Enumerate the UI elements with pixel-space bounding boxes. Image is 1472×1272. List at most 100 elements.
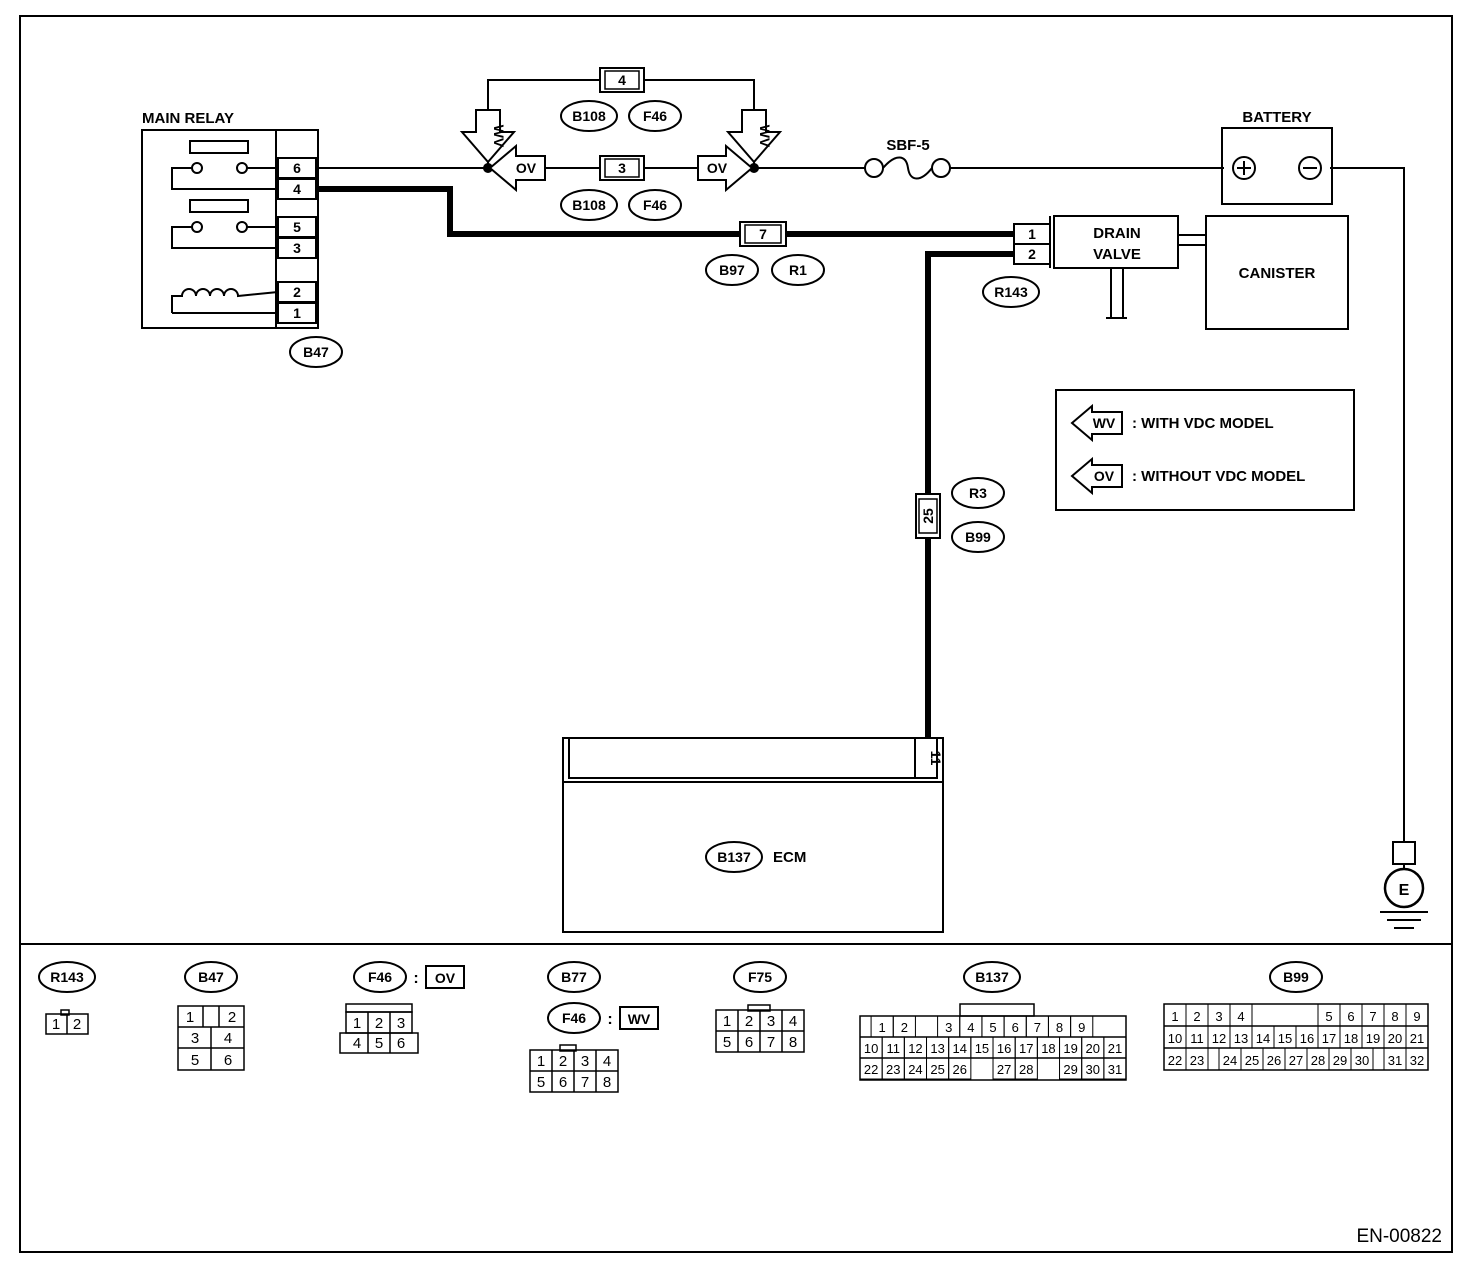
b99-grid-pin-label: 23	[1190, 1053, 1204, 1068]
b99-grid-pin-cell	[1350, 1047, 1374, 1071]
b137-grid-pin-label: 5	[989, 1020, 996, 1035]
svg-text:6: 6	[559, 1074, 567, 1091]
pin-box-7: 7	[739, 221, 787, 247]
b99-grid-pin-label: 25	[1245, 1053, 1259, 1068]
connector-view-f46-ov: F46 : OV 1 2 3 4 5 6	[339, 961, 465, 1054]
connector-r143-tag: R143	[982, 276, 1040, 308]
figure-code: EN-00822	[1356, 1226, 1442, 1247]
b137-grid-pin-label: 28	[1019, 1062, 1033, 1077]
battery: BATTERY	[1221, 109, 1333, 205]
legend-wv-arrow	[1070, 403, 1123, 443]
svg-text:OV: OV	[707, 160, 728, 176]
connector-f46-tag-mid: F46	[628, 189, 682, 221]
svg-text:B47: B47	[303, 344, 329, 360]
wire-drain-valve-to-ecm	[925, 251, 1014, 740]
svg-text:WV: WV	[628, 1011, 651, 1027]
svg-text:F46: F46	[643, 108, 667, 124]
b137-grid-pin-label: 9	[1078, 1020, 1085, 1035]
b137-grid-pin-label: 23	[886, 1062, 900, 1077]
svg-text:25: 25	[920, 508, 936, 524]
connector-b108-tag-mid: B108	[560, 189, 618, 221]
svg-text:2: 2	[745, 1013, 753, 1030]
relay-pin-5: 5	[293, 219, 301, 235]
svg-text:5: 5	[723, 1034, 731, 1051]
b99-grid-pin-label: 2	[1193, 1009, 1200, 1024]
b137-grid-pin-label: 20	[1086, 1041, 1100, 1056]
svg-text:F46: F46	[368, 969, 392, 985]
svg-text:3: 3	[397, 1015, 405, 1032]
b99-grid-pin-label: 8	[1391, 1009, 1398, 1024]
b99-grid-pin-label: 12	[1212, 1031, 1226, 1046]
b137-grid-pin-label: 16	[997, 1041, 1011, 1056]
connector-b47-tag: B47	[289, 336, 343, 368]
b99-grid-pin-label: 31	[1388, 1053, 1402, 1068]
b137-grid-pin-label: 8	[1056, 1020, 1063, 1035]
svg-text:WV: WV	[757, 125, 773, 148]
b99-grid-pin-label: 4	[1237, 1009, 1244, 1024]
b99-grid-pin-label: 13	[1234, 1031, 1248, 1046]
svg-text:3: 3	[581, 1053, 589, 1070]
svg-text:3: 3	[618, 160, 626, 176]
svg-text:6: 6	[224, 1052, 232, 1069]
b137-grid-pin-label: 29	[1063, 1062, 1077, 1077]
wire-battery-to-ground	[1330, 167, 1405, 842]
svg-text:WV: WV	[491, 125, 507, 148]
svg-text:6: 6	[397, 1035, 405, 1052]
svg-text:4: 4	[618, 72, 626, 88]
b99-grid-pin-label: 7	[1369, 1009, 1376, 1024]
svg-text::: :	[413, 970, 418, 987]
b99-grid-pin-label: 29	[1333, 1053, 1347, 1068]
connector-b97-tag: B97	[705, 254, 759, 286]
svg-text:R143: R143	[994, 284, 1028, 300]
b137-grid-pin-label: 6	[1012, 1020, 1019, 1035]
svg-text:B97: B97	[719, 262, 745, 278]
canister: CANISTER	[1205, 215, 1349, 330]
svg-text:F75: F75	[748, 969, 772, 985]
connector-view-b47: B47 1 2 3 4 5 6	[177, 961, 245, 1071]
svg-text:7: 7	[767, 1034, 775, 1051]
svg-text:8: 8	[789, 1034, 797, 1051]
legend-ov-arrow	[1070, 456, 1123, 496]
svg-text:4: 4	[603, 1053, 611, 1070]
svg-text:5: 5	[191, 1052, 199, 1069]
drain-valve-pin-1: 1	[1028, 226, 1036, 242]
b137-grid-pin-label: 17	[1019, 1041, 1033, 1056]
b137-grid-pin-cell	[1014, 1057, 1038, 1080]
legend-ov-text: : WITHOUT VDC MODEL	[1132, 468, 1305, 485]
connector-view-f75: F75 1 2 3 4 5 6 7 8	[715, 961, 805, 1053]
svg-text:F46: F46	[643, 197, 667, 213]
connector-view-r143: R143 1 2	[38, 961, 96, 1035]
b137-grid-pin-label: 24	[908, 1062, 922, 1077]
b137-grid-pin-label: 13	[930, 1041, 944, 1056]
svg-text:B47: B47	[198, 969, 224, 985]
b137-grid-pin-label: 30	[1086, 1062, 1100, 1077]
pin-box-3: 3	[599, 155, 645, 181]
svg-text:2: 2	[559, 1053, 567, 1070]
svg-text::: :	[607, 1011, 612, 1028]
b99-grid-pin-label: 21	[1410, 1031, 1424, 1046]
b99-grid-pin-label: 26	[1267, 1053, 1281, 1068]
b137-grid-pin-label: 31	[1108, 1062, 1122, 1077]
b99-grid-pin-label: 16	[1300, 1031, 1314, 1046]
relay-pin-1: 1	[293, 305, 301, 321]
svg-text:4: 4	[789, 1013, 797, 1030]
connector-r3-tag: R3	[951, 477, 1005, 509]
svg-text:OV: OV	[516, 160, 537, 176]
b137-grid-pin-label: 2	[901, 1020, 908, 1035]
wv-arrow-left: WV	[459, 109, 517, 164]
svg-text:3: 3	[767, 1013, 775, 1030]
svg-text:B108: B108	[572, 108, 606, 124]
b137-grid-pin-label: 27	[997, 1062, 1011, 1077]
b137-grid-pin-label: 7	[1034, 1020, 1041, 1035]
svg-text:OV: OV	[435, 970, 456, 986]
svg-text:R143: R143	[50, 969, 84, 985]
pin-box-25: 25	[915, 493, 941, 539]
b99-grid-pin-label: 22	[1168, 1053, 1182, 1068]
b137-grid-pin-label: 19	[1063, 1041, 1077, 1056]
ground-icon	[1383, 867, 1425, 909]
svg-text:1: 1	[537, 1053, 545, 1070]
b99-grid-pin-label: 27	[1289, 1053, 1303, 1068]
fuse-sbf-5: SBF-5	[864, 137, 951, 180]
